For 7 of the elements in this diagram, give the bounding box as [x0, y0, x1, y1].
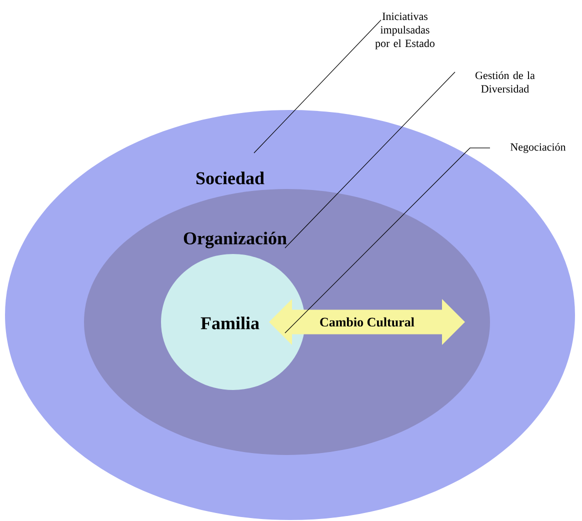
callout-text: Iniciativas impulsadas por el Estado — [375, 12, 435, 50]
circle-region: Familia — [161, 254, 305, 390]
leader-line — [254, 20, 382, 154]
leader-line — [284, 148, 490, 334]
callout-text: Gestión de la Diversidad — [476, 71, 535, 93]
leader-line — [284, 72, 456, 248]
callout-text: Negociación — [510, 143, 566, 153]
